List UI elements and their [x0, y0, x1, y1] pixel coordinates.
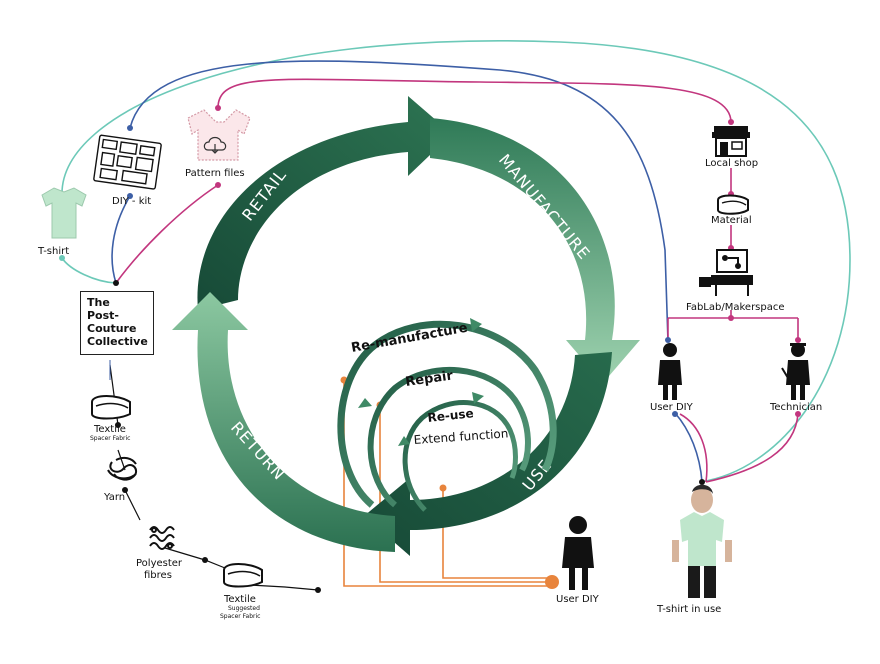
manufacture-arrow	[430, 118, 640, 383]
material-roll-icon	[717, 194, 749, 215]
blue-connector-kit	[111, 195, 131, 284]
label-pattern-files: Pattern files	[185, 168, 245, 179]
pattern-files-item: Pattern files	[185, 109, 251, 179]
magenta-tech-to-tshirt	[705, 413, 799, 483]
fabric-roll-icon-bottom	[223, 563, 263, 588]
label-tshirt: T-shirt	[37, 246, 69, 257]
label-tshirt-in-use: T-shirt in use	[656, 604, 721, 615]
collective-line-2: Post-	[87, 309, 119, 322]
yarn-icon	[107, 456, 138, 481]
magenta-connector	[217, 78, 732, 123]
material-chain	[109, 364, 319, 591]
label-user-diy-right: User DIY	[650, 402, 694, 413]
blue-connector-user	[674, 412, 703, 483]
label-yarn: Yarn	[103, 492, 125, 503]
collective-line-3: Couture	[87, 322, 137, 335]
fabric-roll-icon-top	[91, 395, 131, 420]
label-repair: Repair	[404, 368, 454, 390]
reuse-loop	[402, 400, 518, 512]
label-technician: Technician	[769, 402, 822, 413]
retail-arrow	[197, 96, 452, 310]
remanufacture-loop	[337, 320, 557, 508]
label-polyester-2: fibres	[144, 570, 172, 581]
technician-icon	[781, 343, 810, 400]
diy-kit-item: DIY - kit	[93, 134, 162, 207]
label-local-shop: Local shop	[705, 158, 758, 169]
inner-loops	[337, 318, 557, 512]
cloud-download-icon	[203, 136, 227, 154]
connector-lines	[61, 40, 851, 591]
return-arrow	[172, 292, 395, 552]
user-diy-icon-right	[658, 343, 682, 400]
teal-connector	[61, 40, 851, 483]
pattern-icon	[187, 109, 251, 161]
label-polyester-1: Polyester	[136, 558, 183, 569]
label-material: Material	[711, 215, 752, 226]
label-fablab: FabLab/Makerspace	[686, 302, 785, 313]
tshirt-item: T-shirt	[37, 187, 87, 257]
right-chain-items: Local shop Material FabLab/Makerspace Us…	[650, 126, 822, 615]
label-textile-top-sub: Spacer Fabric	[90, 435, 130, 442]
collective-line-1: The	[87, 296, 110, 309]
label-textile-bottom-sub1: Suggested	[228, 605, 260, 612]
label-diy-kit: DIY - kit	[112, 196, 151, 207]
collective-line-4: Collective	[87, 335, 148, 348]
label-textile-bottom-sub2: Spacer Fabric	[220, 613, 260, 620]
fablab-machine-icon	[699, 249, 753, 296]
magenta-connector-pattern	[115, 184, 219, 284]
user-diy-icon-bottom	[562, 516, 594, 590]
bottom-user-diy: User DIY	[556, 516, 600, 605]
label-textile-top: Textile	[93, 424, 126, 435]
material-chain-items: Textile Spacer Fabric Yarn Polyester fib…	[90, 395, 263, 620]
blue-connector	[129, 60, 669, 343]
label-reuse: Re-use	[427, 406, 474, 425]
label-textile-bottom: Textile	[223, 594, 256, 605]
repair-loop	[367, 367, 531, 508]
tshirt-in-use-person	[672, 484, 732, 598]
magenta-chain-3	[667, 310, 799, 340]
label-extend-function: Extend function	[413, 426, 509, 447]
use-arrow	[364, 352, 612, 556]
magenta-user-to-tshirt	[679, 413, 708, 483]
connector-dots	[59, 105, 801, 593]
teal-connector-tshirt	[61, 257, 117, 284]
local-shop-icon	[712, 126, 750, 157]
orange-line-2	[379, 405, 552, 583]
tshirt-icon	[41, 187, 87, 239]
label-user-diy-bottom: User DIY	[556, 594, 600, 605]
post-couture-collective-box: The Post- Couture Collective	[80, 291, 154, 355]
diy-kit-icon	[93, 134, 162, 190]
polyester-fibres-icon	[149, 526, 175, 550]
